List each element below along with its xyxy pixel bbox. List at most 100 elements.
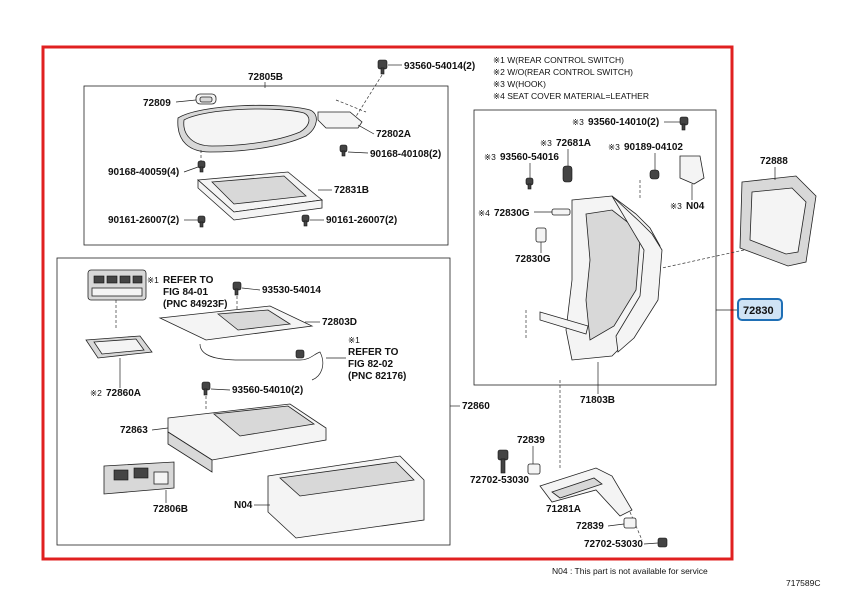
bolt-icon: [657, 537, 668, 548]
label-72681A-mark: ※3: [540, 138, 552, 148]
upper-assembly-box: [83, 85, 449, 246]
bushing-72839-upper: [527, 463, 541, 475]
footnote: N04 : This part is not available for ser…: [552, 566, 708, 576]
legend-line-3: ※3 W(HOOK): [493, 79, 546, 89]
tray-72831B-inner: [211, 175, 307, 205]
label-72702-53030-left: 72702-53030: [470, 475, 529, 486]
label-90189-04102-mark: ※3: [608, 142, 620, 152]
lower-assembly-box: [56, 257, 451, 546]
console-72863-side: [167, 431, 213, 473]
label-71803B: 71803B: [580, 395, 615, 406]
refer2-line1: REFER TO: [348, 347, 399, 358]
screw-icon: [201, 381, 211, 396]
bushing-72839-lower: [623, 517, 637, 529]
callout-72830[interactable]: [737, 298, 783, 321]
wire-harness: [199, 343, 324, 381]
refer1-line2: FIG 84-01: [163, 287, 208, 298]
screw-icon: [197, 215, 206, 228]
highlight-frame: [41, 45, 734, 561]
label-72830G-lower: 72830G: [515, 254, 551, 265]
pin-icon: [535, 227, 547, 243]
pad-72860A-inner: [93, 338, 145, 355]
label-72803D: 72803D: [322, 317, 357, 328]
label-72839-lower: 72839: [576, 521, 604, 532]
label-72860A-mark: ※2: [90, 388, 102, 398]
refer1-line1: REFER TO: [163, 275, 214, 286]
bolt-icon: [497, 449, 509, 474]
armrest-frame-inner: [585, 209, 641, 341]
console-72863-bin: [213, 405, 316, 437]
label-93560-14010-2: 93560-14010(2): [588, 117, 659, 128]
drawer-N04-top: [279, 461, 415, 497]
label-71281A: 71281A: [546, 504, 581, 515]
label-72863: 72863: [120, 425, 148, 436]
screw-icon: [525, 177, 534, 190]
frame-72803D-cut: [216, 309, 292, 331]
dash-screw-top: [354, 74, 383, 119]
pad-72888-inner: [749, 187, 807, 255]
screw-icon: [301, 214, 310, 227]
leader-93560-54010-2: [210, 388, 231, 391]
screw-icon: [197, 160, 206, 173]
pin-icon: [551, 208, 571, 216]
label-90168-40108-2: 90168-40108(2): [370, 149, 441, 160]
label-72830G-upper-mark: ※4: [478, 208, 490, 218]
label-93530-54014: 93530-54014: [262, 285, 321, 296]
armrest-lever: [539, 311, 589, 335]
label-90168-40059-4: 90168-40059(4): [108, 167, 179, 178]
hinge-71281A: [539, 467, 633, 517]
dash-hinge: [335, 99, 367, 113]
legend-line-1: ※1 W(REAR CONTROL SWITCH): [493, 55, 624, 65]
wire-connector: [295, 349, 305, 359]
knob-icon: [195, 93, 217, 105]
hinge-72802A: [317, 111, 363, 129]
leader-72809: [175, 99, 197, 103]
label-90189-04102: 90189-04102: [624, 142, 683, 153]
label-72806B: 72806B: [153, 504, 188, 515]
refer2-line2: FIG 82-02: [348, 359, 393, 370]
switch-module: [87, 269, 147, 301]
leader-90168-40059-4: [183, 166, 199, 173]
label-72702-53030-bottom: 72702-53030: [584, 539, 643, 550]
refer1-mark: ※1: [147, 275, 159, 285]
label-72888: 72888: [760, 156, 788, 167]
label-93560-14010-2-mark: ※3: [572, 117, 584, 127]
label-72802A: 72802A: [376, 129, 411, 140]
legend-line-2: ※2 W/O(REAR CONTROL SWITCH): [493, 67, 633, 77]
leader-93530-54014: [241, 287, 261, 291]
label-93560-54016: 93560-54016: [500, 152, 559, 163]
label-72681A: 72681A: [556, 138, 591, 149]
leader-72802A: [357, 124, 375, 135]
legend-line-4: ※4 SEAT COVER MATERIAL=LEATHER: [493, 91, 649, 101]
leader-72863: [151, 427, 169, 431]
leader-90168-40108-2: [347, 151, 369, 154]
tray-72831B-base: [197, 179, 323, 221]
refer2-line3: (PNC 82176): [348, 371, 406, 382]
screw-icon: [679, 116, 689, 131]
hinge-71281A-plate: [551, 477, 603, 499]
armrest-frame-side: [611, 195, 663, 353]
screw-icon: [339, 144, 348, 157]
screw-icon: [232, 281, 242, 296]
screw-icon: [377, 59, 388, 75]
label-93560-54014-2: 93560-54014(2): [404, 61, 475, 72]
label-90161-26007-2-right: 90161-26007(2): [326, 215, 397, 226]
bracket-N04: [679, 155, 705, 185]
refer1-line3: (PNC 84923F): [163, 299, 227, 310]
label-90161-26007-2-left: 90161-26007(2): [108, 215, 179, 226]
label-72809: 72809: [143, 98, 171, 109]
bracket-72806B: [103, 461, 175, 495]
label-N04-left: N04: [234, 500, 253, 511]
label-N04-right: N04: [686, 201, 705, 212]
dash-pad-frame: [661, 249, 745, 269]
label-N04-right-mark: ※3: [670, 201, 682, 211]
label-72860: 72860: [462, 401, 490, 412]
label-72805B: 72805B: [248, 72, 283, 83]
leader-72839-lower: [607, 523, 625, 527]
label-72831B: 72831B: [334, 185, 369, 196]
label-72839-upper: 72839: [517, 435, 545, 446]
label-72830[interactable]: 72830: [743, 305, 774, 317]
leader-72702-53030-bottom: [643, 542, 659, 545]
figure-code: 717589C: [786, 578, 821, 588]
